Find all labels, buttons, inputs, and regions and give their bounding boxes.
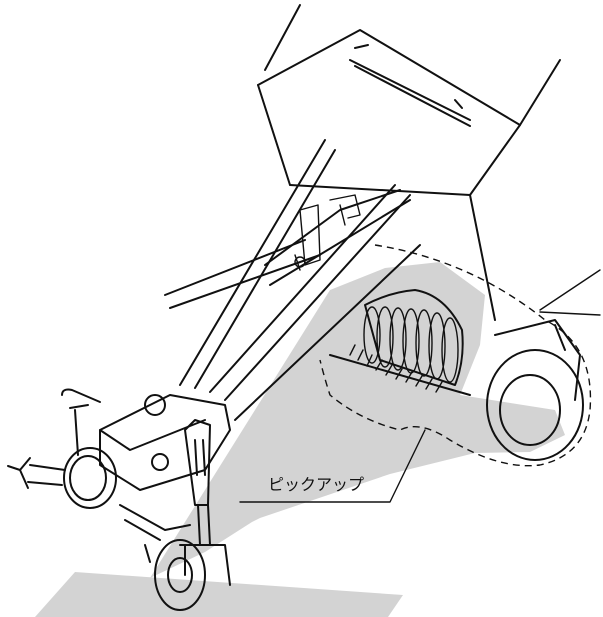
callout-pickup: ピックアップ [239,429,426,503]
hitch-cap-icon [144,394,166,416]
body-top-outline [257,29,521,196]
pickup-drum [329,289,471,396]
baler-body [257,4,601,321]
pickup-area-dashed-outline [319,244,592,467]
front-bracket-bolt-icon [294,256,306,268]
jack-stand [154,419,231,611]
pickup-drum-outline [364,289,464,386]
callout-pickup-label: ピックアップ [268,475,364,494]
hitch-assembly [7,388,231,563]
body-right-vertical [469,194,496,321]
rear-wheel-fender [494,319,581,401]
pto-shaft [7,457,66,489]
top-latch [329,194,361,226]
callout-pickup-leader [239,429,426,503]
drawbar-inner-left [194,149,336,389]
pto-handle [61,388,101,456]
pickup-baseline [329,354,471,396]
lower-hitch-arm [119,504,191,563]
jack-slots [194,439,206,476]
pto-coupler [63,447,117,509]
jack-post [197,504,211,546]
highlight-bands [35,262,565,617]
drawbar-right-side [234,244,421,421]
pto-coupler-inner [69,455,107,501]
body-right-top [519,59,561,126]
body-left-edge [257,84,291,186]
caster-wheel-tire [154,539,206,611]
drawbar-center [209,184,396,393]
highlight-band-upper [150,262,565,578]
body-front-bottom [289,184,471,196]
hitch-gearbox-front [99,419,206,451]
jack-tube [184,419,211,506]
rear-wheel-tire [486,349,584,461]
rear-wheel-rim [499,374,561,446]
caster-wheel-hub [167,557,193,593]
rear-wheel [486,319,584,461]
hitch-gearbox [99,394,231,491]
hitch-knob-icon [151,453,169,471]
drawbar [164,139,421,421]
drawbar-outer-left [179,139,326,386]
body-handle [349,44,471,127]
highlight-band-bottom [35,572,403,617]
hydraulic-line-1 [164,239,306,296]
drawbar-outer-right [224,194,411,401]
body-back-top [264,4,301,71]
body-rear-corner [539,269,601,316]
